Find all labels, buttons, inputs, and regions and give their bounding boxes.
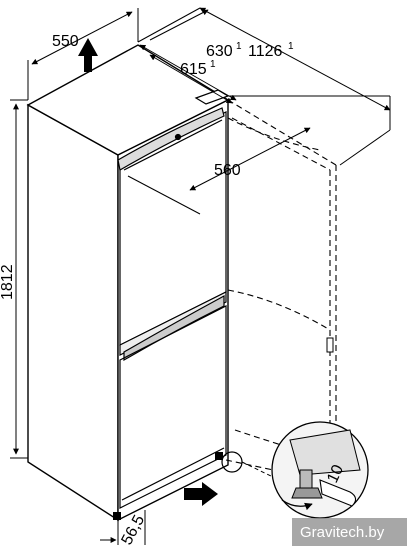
dimension-lines — [10, 7, 391, 545]
upper-door-handle — [117, 107, 225, 171]
label-depth-1126-sup: 1 — [288, 41, 294, 52]
label-wrench-size: 10 — [324, 462, 347, 485]
label-opening-depth: 560 — [214, 162, 241, 179]
watermark-text: Gravitech.by — [300, 524, 385, 541]
lower-door — [119, 305, 227, 509]
push-arrow-icon — [184, 482, 218, 506]
label-depth-630: 630 — [206, 43, 233, 60]
label-height: 1812 — [0, 264, 16, 300]
up-arrow-icon — [78, 38, 98, 72]
fridge-left-side — [27, 103, 119, 522]
label-depth-615-sup: 1 — [210, 59, 216, 70]
label-depth-1126: 1126 — [248, 43, 283, 60]
fridge-front — [117, 98, 229, 522]
control-button — [174, 133, 182, 141]
fridge-feet — [113, 452, 223, 520]
wall-bracket — [326, 337, 334, 353]
watermark: Gravitech.by — [292, 518, 407, 546]
label-depth-top: 550 — [52, 33, 79, 50]
label-depth-615: 615 — [180, 61, 207, 78]
fridge-body — [26, 44, 230, 522]
label-depth-630-sup: 1 — [236, 41, 242, 52]
wrench-icon — [319, 479, 357, 507]
foot-adjust-detail — [221, 421, 369, 519]
